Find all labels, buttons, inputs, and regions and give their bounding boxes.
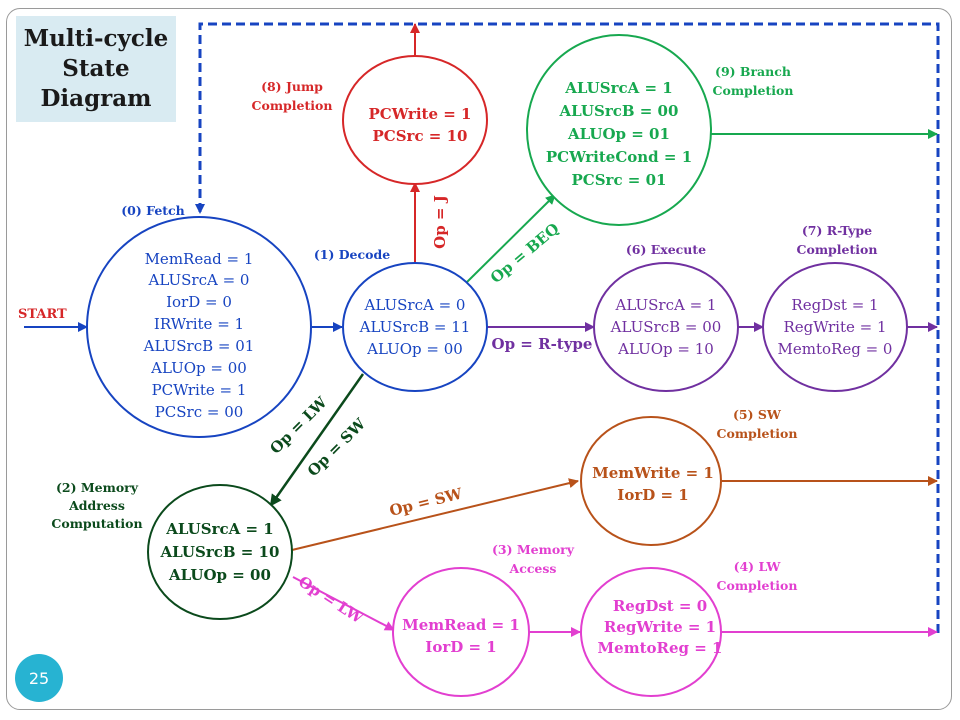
state-execute: (6) Execute ALUSrcA = 1 ALUSrcB = 00 ALU…: [593, 242, 739, 392]
edge-label-op-j: Op = J: [431, 195, 449, 249]
state-branch: (9) Branch Completion ALUSrcA = 1 ALUSrc…: [526, 34, 794, 226]
state-branch-line: ALUSrcA = 1: [564, 79, 672, 97]
state-lw-caption: (4) LW: [734, 559, 782, 574]
state-branch-caption: (9) Branch: [715, 64, 791, 79]
edge-label-op-sw-decode: Op = SW: [304, 414, 370, 480]
diagram-title: Multi-cycle State Diagram: [16, 16, 176, 122]
edge-label-op-beq: Op = BEQ: [487, 219, 563, 287]
state-branch-caption: Completion: [713, 83, 794, 98]
state-rtype-line: RegWrite = 1: [783, 318, 886, 336]
state-memaccess: (3) Memory Access MemRead = 1 IorD = 1: [392, 542, 575, 697]
state-fetch-line: ALUSrcA = 0: [148, 271, 250, 289]
memaddr-to-memaccess-arrow: [292, 576, 395, 631]
state-execute-line: ALUSrcA = 1: [615, 296, 717, 314]
state-jump-caption: Completion: [252, 98, 333, 113]
title-line: State: [62, 55, 130, 82]
state-memaddr-caption: (2) Memory: [56, 480, 139, 495]
state-memaddr: (2) Memory Address Computation ALUSrcA =…: [51, 480, 293, 620]
state-branch-line: PCSrc = 01: [572, 171, 667, 189]
state-fetch-line: PCWrite = 1: [152, 381, 247, 399]
decode-to-memaddr-arrow: [269, 373, 365, 507]
state-memaddr-line: ALUSrcA = 1: [165, 520, 273, 538]
state-branch-line: ALUOp = 01: [567, 125, 670, 143]
state-fetch-line: IorD = 0: [166, 293, 232, 311]
state-memaccess-caption: Access: [509, 561, 557, 576]
state-sw-line: MemWrite = 1: [592, 464, 714, 482]
edge-label-op-sw-mem: Op = SW: [388, 484, 466, 520]
state-memaddr-line: ALUOp = 00: [168, 566, 271, 584]
edge-label-op-rtype: Op = R-type: [492, 335, 593, 353]
state-rtype: (7) R-Type Completion RegDst = 1 RegWrit…: [762, 223, 908, 392]
state-lw-line: MemtoReg = 1: [598, 639, 723, 657]
decode-to-branch-arrow: [465, 194, 556, 284]
state-branch-line: ALUSrcB = 00: [559, 102, 679, 120]
state-fetch-line: MemRead = 1: [145, 250, 254, 268]
state-decode: (1) Decode ALUSrcA = 0 ALUSrcB = 11 ALUO…: [314, 247, 488, 392]
start-label: START: [18, 307, 67, 322]
state-sw-caption: (5) SW: [733, 407, 782, 422]
state-jump: (8) Jump Completion PCWrite = 1 PCSrc = …: [252, 55, 488, 185]
state-decode-line: ALUSrcA = 0: [364, 296, 466, 314]
state-memaccess-line: IorD = 1: [425, 638, 496, 656]
state-memaddr-caption: Computation: [51, 516, 142, 531]
state-lw-line: RegWrite = 1: [604, 618, 716, 636]
state-memaddr-caption: Address: [68, 498, 125, 513]
state-execute-line: ALUOp = 10: [617, 340, 714, 358]
state-jump-caption: (8) Jump: [261, 79, 323, 94]
state-fetch-line: ALUSrcB = 01: [143, 337, 255, 355]
state-rtype-line: RegDst = 1: [791, 296, 878, 314]
slide-number-badge: 25: [15, 654, 63, 702]
edge-label-op-lw-mem: Op = LW: [295, 572, 367, 627]
state-decode-line: ALUSrcB = 11: [359, 318, 471, 336]
state-rtype-caption: (7) R-Type: [802, 223, 872, 238]
state-jump-line: PCSrc = 10: [373, 127, 468, 145]
state-execute-line: ALUSrcB = 00: [610, 318, 722, 336]
state-decode-caption: (1) Decode: [314, 247, 390, 262]
state-lw: (4) LW Completion RegDst = 0 RegWrite = …: [580, 559, 798, 697]
state-fetch-line: IRWrite = 1: [154, 315, 244, 333]
state-execute-caption: (6) Execute: [626, 242, 706, 257]
slide-number: 25: [28, 668, 50, 688]
state-lw-caption: Completion: [717, 578, 798, 593]
state-fetch-caption: (0) Fetch: [121, 203, 185, 218]
state-memaccess-line: MemRead = 1: [402, 616, 520, 634]
state-decode-line: ALUOp = 00: [366, 340, 463, 358]
title-line: Diagram: [40, 85, 152, 112]
state-memaccess-caption: (3) Memory: [492, 542, 575, 557]
memaddr-to-sw-arrow: [291, 478, 579, 551]
state-fetch: (0) Fetch MemRead = 1 ALUSrcA = 0 IorD =…: [86, 203, 312, 438]
state-lw-line: RegDst = 0: [613, 597, 707, 615]
state-sw: (5) SW Completion MemWrite = 1 IorD = 1: [580, 407, 798, 546]
state-fetch-line: ALUOp = 00: [150, 359, 247, 377]
title-line: Multi-cycle: [23, 25, 169, 52]
state-branch-line: PCWriteCond = 1: [546, 148, 692, 166]
state-jump-line: PCWrite = 1: [369, 105, 472, 123]
state-rtype-line: MemtoReg = 0: [778, 340, 893, 358]
state-memaddr-line: ALUSrcB = 10: [160, 543, 280, 561]
state-fetch-line: PCSrc = 00: [155, 403, 244, 421]
state-sw-line: IorD = 1: [617, 486, 688, 504]
state-sw-caption: Completion: [717, 426, 798, 441]
state-rtype-caption: Completion: [797, 242, 878, 257]
